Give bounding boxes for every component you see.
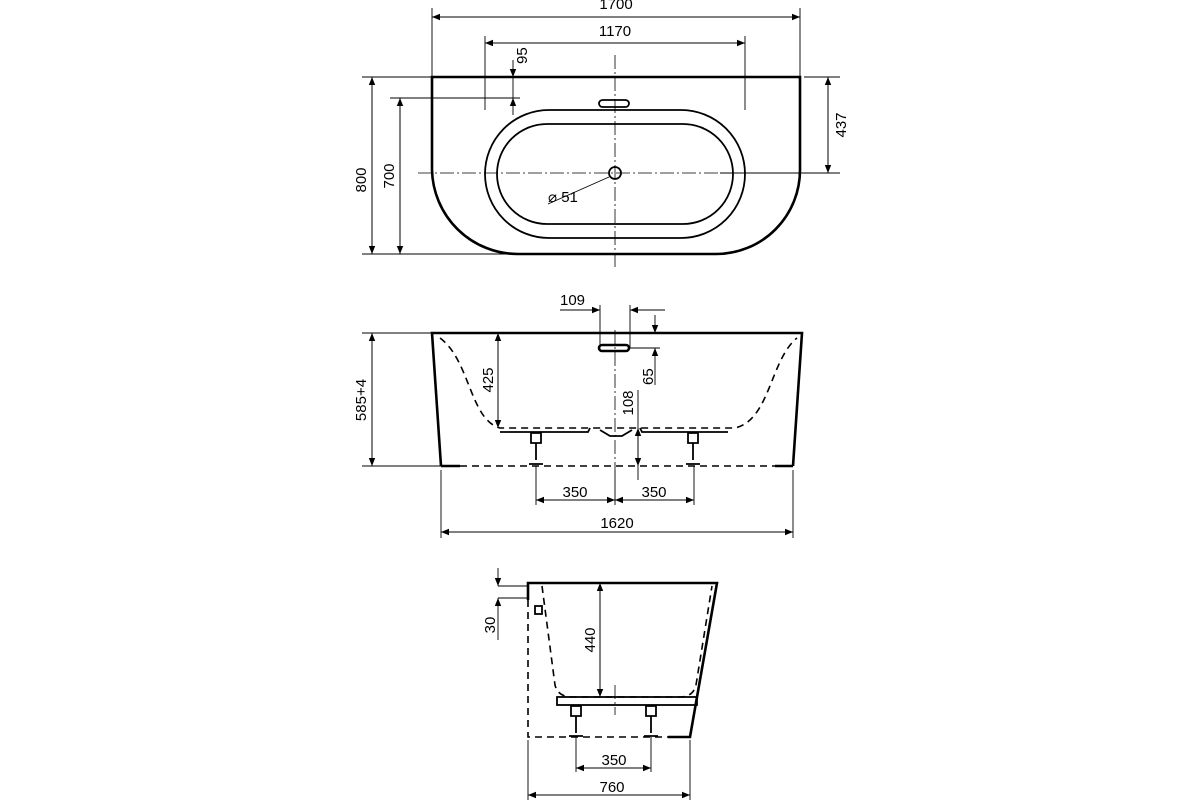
dim-95: 95	[514, 47, 531, 64]
dim-425: 425	[480, 367, 497, 392]
dim-437: 437	[833, 112, 850, 137]
overflow-icon	[598, 99, 630, 108]
dim-108: 108	[620, 390, 637, 415]
side-view: 109 65 585+4 425 108 350 350 1620	[353, 292, 804, 538]
dim-350: 350	[601, 752, 626, 769]
dim-350-left: 350	[562, 484, 587, 501]
dim-440: 440	[582, 627, 599, 652]
dim-1700: 1700	[599, 0, 632, 13]
dim-30: 30	[482, 617, 499, 634]
dim-700: 700	[381, 163, 398, 188]
dim-109: 109	[560, 292, 585, 309]
top-outline	[430, 75, 802, 256]
top-view: 1700 1170 95 800 700 437 ⌀ 51	[353, 0, 850, 270]
dim-1620: 1620	[600, 515, 633, 532]
overflow-icon	[597, 343, 631, 353]
dim-800: 800	[353, 167, 370, 192]
dim-65: 65	[640, 368, 657, 385]
end-view: 30 440 350 760	[482, 568, 719, 800]
dim-350-right: 350	[641, 484, 666, 501]
dim-760: 760	[599, 779, 624, 796]
dim-1170: 1170	[599, 23, 631, 40]
dim-585: 585+4	[353, 379, 370, 421]
dim-drain-diameter: ⌀ 51	[548, 189, 578, 206]
